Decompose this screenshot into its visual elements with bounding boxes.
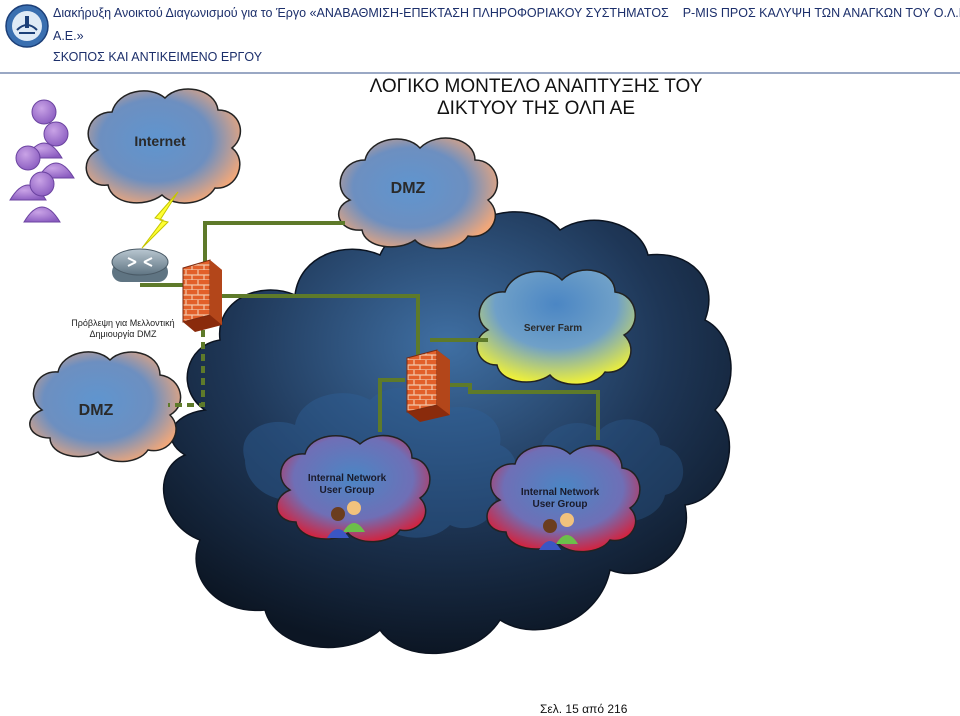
- header-title-left: Διακήρυξη Ανοικτού Διαγωνισμού για το Έρ…: [53, 6, 669, 20]
- group2-label-line2: User Group: [532, 499, 587, 510]
- internal-network-cloud: [162, 211, 732, 655]
- user-group-cloud-1: Internal Network User Group: [276, 434, 431, 543]
- diagram-title-line2: ΔΙΚΤΥΟΥ ΤΗΣ ΟΛΠ ΑΕ: [436, 98, 636, 119]
- diagram-title: ΛΟΓΙΚΟ ΜΟΝΤΕΛΟ ΑΝΑΠΤΥΞΗΣ ΤΟΥ ΔΙΚΤΥΟΥ ΤΗΣ…: [346, 76, 726, 120]
- header-divider: [0, 72, 960, 74]
- server-farm-label: Server Farm: [524, 323, 582, 334]
- firewall-to-group1-line: [378, 378, 405, 432]
- firewall-icon: [182, 259, 222, 332]
- header-title-line2: Α.Ε.»: [53, 29, 84, 43]
- dmz-left-label: DMZ: [79, 402, 114, 419]
- future-dmz-note-line2: Δημιουργία DMZ: [89, 329, 157, 339]
- header-title-line1: Διακήρυξη Ανοικτού Διαγωνισμού για το Έρ…: [53, 6, 960, 20]
- internet-users-icon: [9, 99, 75, 223]
- internet-label: Internet: [134, 133, 186, 149]
- header-section-title: ΣΚΟΠΟΣ ΚΑΙ ΑΝΤΙΚΕΙΜΕΝΟ ΕΡΓΟΥ: [53, 50, 263, 64]
- future-dmz-note-line1: Πρόβλεψη για Μελλοντική: [71, 318, 175, 328]
- future-dmz-note: Πρόβλεψη για Μελλοντική Δημιουργία DMZ: [62, 318, 184, 340]
- group1-label-line1: Internal Network: [308, 473, 387, 484]
- firewall-to-group2-line: [448, 383, 600, 440]
- users-icon: [539, 513, 578, 550]
- header-title-right: P-MIS ΠΡΟΣ ΚΑΛΥΨΗ ΤΩΝ ΑΝΑΓΚΩΝ ΤΟΥ Ο.Λ.Π.: [682, 6, 960, 20]
- diagram-title-line1: ΛΟΓΙΚΟ ΜΟΝΤΕΛΟ ΑΝΑΠΤΥΞΗΣ ΤΟΥ: [369, 76, 703, 97]
- connection-lines: [140, 221, 600, 440]
- firewall-icon: [406, 349, 450, 422]
- group1-label-line2: User Group: [319, 485, 374, 496]
- dmz-left-cloud: DMZ: [29, 351, 182, 463]
- future-dmz-dashed-line: [168, 330, 205, 407]
- page-number: Σελ. 15 από 216: [540, 702, 628, 716]
- olp-logo-icon: [5, 4, 49, 48]
- group2-label-line1: Internal Network: [521, 487, 600, 498]
- lightning-icon: [141, 191, 179, 249]
- router-icon: [111, 248, 169, 282]
- firewall-to-internal-firewall-line: [222, 294, 420, 360]
- dmz-top-label: DMZ: [391, 180, 426, 197]
- internet-cloud: Internet: [85, 88, 242, 204]
- users-icon: [327, 501, 365, 538]
- server-farm-cloud: Server Farm: [476, 269, 636, 386]
- user-group-cloud-2: Internal Network User Group: [486, 444, 641, 553]
- dmz-top-cloud: DMZ: [338, 137, 499, 250]
